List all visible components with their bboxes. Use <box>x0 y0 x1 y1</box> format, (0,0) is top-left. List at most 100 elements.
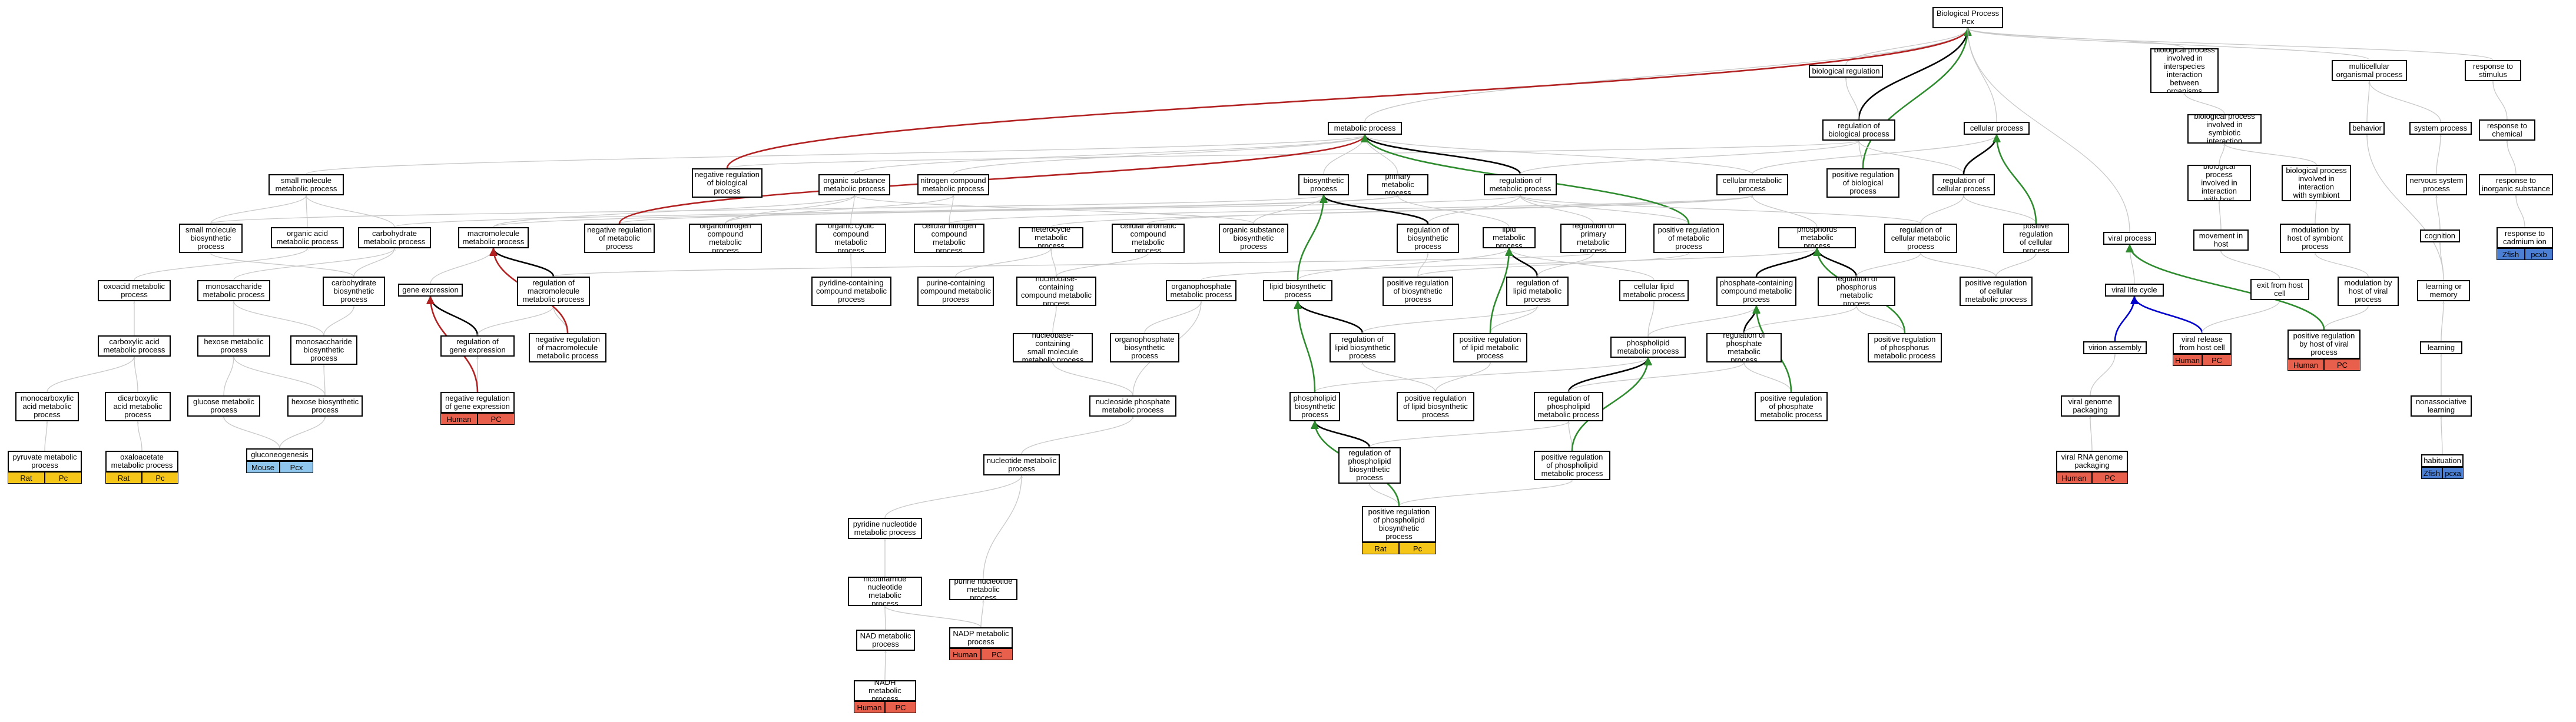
go-term-node-orgnit[interactable]: organonitrogen compound metabolic proces… <box>689 224 762 253</box>
go-term-node-virrna[interactable]: viral RNA genome packaging <box>2056 451 2128 472</box>
go-term-node-multi[interactable]: multicellular organismal process <box>2332 60 2407 81</box>
go-term-node-carom[interactable]: cellular aromatic compound metabolic pro… <box>1112 224 1185 253</box>
go-term-node-glcm[interactable]: glucose metabolic process <box>187 395 260 417</box>
go-term-node-nbsm[interactable]: nucleobase-containing small molecule met… <box>1013 333 1093 362</box>
go-term-node-respchem[interactable]: response to chemical <box>2479 119 2535 141</box>
go-term-node-nerv[interactable]: nervous system process <box>2406 174 2467 195</box>
go-term-node-posregphlipm[interactable]: positive regulation of phospholipid meta… <box>1534 451 1610 480</box>
go-term-node-regmacro[interactable]: regulation of macromolecule metabolic pr… <box>517 277 590 306</box>
go-term-node-nadh[interactable]: NADH metabolic process <box>854 680 916 701</box>
go-term-node-bpinthost[interactable]: biological process involved in interacti… <box>2187 165 2251 201</box>
go-term-node-regphlipbios[interactable]: regulation of phospholipid biosynthetic … <box>1338 447 1401 484</box>
go-term-node-nucphm[interactable]: nucleoside phosphate metabolic process <box>1089 395 1176 417</box>
go-term-node-oam[interactable]: organic acid metabolic process <box>271 227 344 248</box>
go-term-node-regcp[interactable]: regulation of cellular process <box>1932 174 1995 195</box>
go-term-node-carbox[interactable]: carboxylic acid metabolic process <box>98 335 171 357</box>
go-term-node-bpsym[interactable]: biological process involved in symbiotic… <box>2187 114 2262 144</box>
go-term-node-nad[interactable]: NAD metabolic process <box>856 630 915 651</box>
go-term-node-syst[interactable]: system process <box>2409 122 2472 135</box>
go-term-node-phcm[interactable]: phosphate-containing compound metabolic … <box>1716 277 1796 306</box>
go-term-node-vlc[interactable]: viral life cycle <box>2105 284 2164 297</box>
go-term-node-posregphos[interactable]: positive regulation of phosphorus metabo… <box>1868 333 1942 362</box>
go-term-node-regphosm[interactable]: regulation of phosphorus metabolic proce… <box>1818 277 1895 306</box>
go-term-node-posregbios[interactable]: positive regulation of biosynthetic proc… <box>1383 277 1453 306</box>
go-term-node-posreglipm[interactable]: positive regulation of lipid metabolic p… <box>1453 333 1527 362</box>
go-term-node-reggeneexp[interactable]: regulation of gene expression <box>440 335 515 357</box>
go-term-node-regbios[interactable]: regulation of biosynthetic process <box>1397 224 1459 253</box>
go-term-node-carbm[interactable]: carbohydrate metabolic process <box>358 227 431 248</box>
go-term-node-hetm[interactable]: heterocycle metabolic process <box>1019 227 1083 248</box>
go-term-node-bpintsym[interactable]: biological process involved in interacti… <box>2282 165 2351 201</box>
go-term-node-met[interactable]: metabolic process <box>1328 122 1402 135</box>
go-term-node-osm[interactable]: organic substance metabolic process <box>818 174 890 195</box>
go-term-node-movhost[interactable]: movement in host <box>2193 229 2249 251</box>
go-term-node-orgphbios[interactable]: organophosphate biosynthetic process <box>1110 333 1179 362</box>
go-term-node-monosbios[interactable]: monosaccharide biosynthetic process <box>290 335 357 365</box>
go-term-node-learnmem[interactable]: learning or memory <box>2417 280 2470 301</box>
go-term-node-posregcellmet[interactable]: positive regulation of cellular metaboli… <box>1960 277 2033 306</box>
go-term-node-phlipm[interactable]: phospholipid metabolic process <box>1610 337 1686 358</box>
go-term-node-nbcm[interactable]: nucleobase-containing compound metabolic… <box>1016 277 1096 306</box>
go-term-node-ncm[interactable]: nitrogen compound metabolic process <box>917 174 989 195</box>
go-term-node-regprim[interactable]: regulation of primary metabolic process <box>1560 224 1626 253</box>
go-term-node-monosm[interactable]: monosaccharide metabolic process <box>197 280 270 301</box>
go-term-node-negregmet[interactable]: negative regulation of metabolic process <box>584 224 655 253</box>
go-term-node-cellp[interactable]: cellular process <box>1964 122 2030 135</box>
go-term-node-gluconeo[interactable]: gluconeogenesis <box>246 448 313 461</box>
go-term-node-reglipbios[interactable]: regulation of lipid biosynthetic process <box>1330 333 1395 362</box>
go-term-node-regmet[interactable]: regulation of metabolic process <box>1484 174 1557 195</box>
go-term-node-carbbios[interactable]: carbohydrate biosynthetic process <box>323 277 385 306</box>
go-term-node-phlipbios[interactable]: phospholipid biosynthetic process <box>1289 392 1340 421</box>
go-term-node-smm[interactable]: small molecule metabolic process <box>268 174 344 195</box>
go-term-node-oxaa[interactable]: oxaloacetate metabolic process <box>105 451 178 472</box>
go-term-node-posregphm[interactable]: positive regulation of phosphate metabol… <box>1755 392 1828 421</box>
go-term-node-lipbios[interactable]: lipid biosynthetic process <box>1263 280 1332 301</box>
go-term-node-negregmacro[interactable]: negative regulation of macromolecule met… <box>529 333 606 362</box>
go-term-node-posregbp[interactable]: positive regulation of biological proces… <box>1826 168 1899 198</box>
go-term-node-posregcp[interactable]: positive regulation of cellular process <box>2003 224 2069 253</box>
go-term-node-regcellmet[interactable]: regulation of cellular metabolic process <box>1884 224 1957 253</box>
go-term-node-posreglipbios[interactable]: positive regulation of lipid biosyntheti… <box>1397 392 1474 421</box>
go-term-node-prim[interactable]: primary metabolic process <box>1367 174 1428 195</box>
go-term-node-pyrm[interactable]: pyruvate metabolic process <box>8 451 82 472</box>
go-term-node-nicot[interactable]: nicotinamide nucleotide metabolic proces… <box>848 577 922 606</box>
go-term-node-purnuc[interactable]: purine nucleotide metabolic process <box>949 579 1017 600</box>
go-term-node-monocarb[interactable]: monocarboxylic acid metabolic process <box>15 392 79 421</box>
go-term-node-dicarb[interactable]: dicarboxylic acid metabolic process <box>105 392 171 421</box>
go-term-node-bp[interactable]: Biological Process Pcx <box>1932 7 2003 28</box>
go-term-node-breg[interactable]: biological regulation <box>1809 65 1883 78</box>
go-term-node-respcad[interactable]: response to cadmium ion <box>2497 227 2553 248</box>
go-term-node-habit[interactable]: habituation <box>2421 454 2464 467</box>
go-term-node-celllip[interactable]: cellular lipid metabolic process <box>1619 280 1689 301</box>
go-term-node-hexm[interactable]: hexose metabolic process <box>197 335 270 357</box>
go-term-node-purcm[interactable]: purine-containing compound metabolic pro… <box>917 277 994 306</box>
go-term-node-hexbios[interactable]: hexose biosynthetic process <box>287 395 363 417</box>
go-term-node-modsym[interactable]: modulation by host of symbiont process <box>2280 224 2350 253</box>
go-term-node-respinorg[interactable]: response to inorganic substance <box>2479 174 2553 195</box>
go-term-node-negreggeneexp[interactable]: negative regulation of gene expression <box>440 392 515 413</box>
go-term-node-geneexp[interactable]: gene expression <box>398 284 463 297</box>
go-term-node-virasm[interactable]: virion assembly <box>2083 341 2147 354</box>
go-term-node-regphm[interactable]: regulation of phosphate metabolic proces… <box>1706 333 1782 362</box>
go-term-node-virrel[interactable]: viral release from host cell <box>2173 333 2232 354</box>
go-term-node-posregphlipbios[interactable]: positive regulation of phospholipid bios… <box>1362 506 1436 543</box>
go-term-node-cncm[interactable]: cellular nitrogen compound metabolic pro… <box>914 224 984 253</box>
go-term-node-macro[interactable]: macromolecule metabolic process <box>458 227 529 248</box>
go-term-node-regphlipm[interactable]: regulation of phospholipid metabolic pro… <box>1534 392 1603 421</box>
go-term-node-phosm[interactable]: phosphorus metabolic process <box>1778 227 1856 248</box>
go-term-node-osbios[interactable]: organic substance biosynthetic process <box>1219 224 1288 253</box>
go-term-node-posregmet[interactable]: positive regulation of metabolic process <box>1653 224 1724 253</box>
go-term-node-exithost[interactable]: exit from host cell <box>2250 279 2309 300</box>
